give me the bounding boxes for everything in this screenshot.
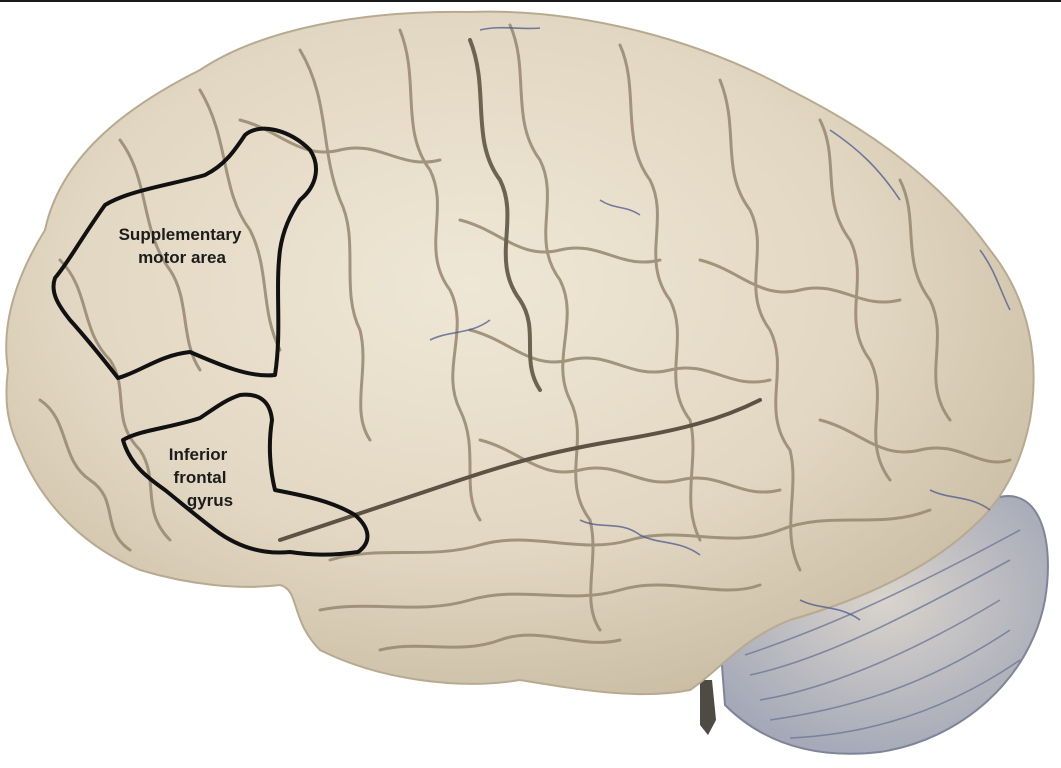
sma-label-line1: Supplementary (119, 225, 242, 244)
ifg-label-line2: frontal (174, 468, 227, 487)
cerebellum-folia (744, 529, 1021, 739)
ifg-label-line3: gyrus (187, 491, 233, 510)
central-sulcus (468, 38, 542, 392)
top-border-rule (0, 0, 1061, 2)
lateral-sulcus (278, 398, 762, 542)
supplementary-motor-area-outline (51, 126, 318, 380)
inferior-frontal-gyrus-outline (121, 392, 370, 557)
brainstem-shape (700, 680, 716, 735)
ifg-label-line1: Inferior (169, 445, 228, 464)
sma-label-line2: motor area (138, 248, 226, 267)
sulci-pattern (38, 23, 1012, 652)
surface-vessels (429, 26, 1011, 621)
